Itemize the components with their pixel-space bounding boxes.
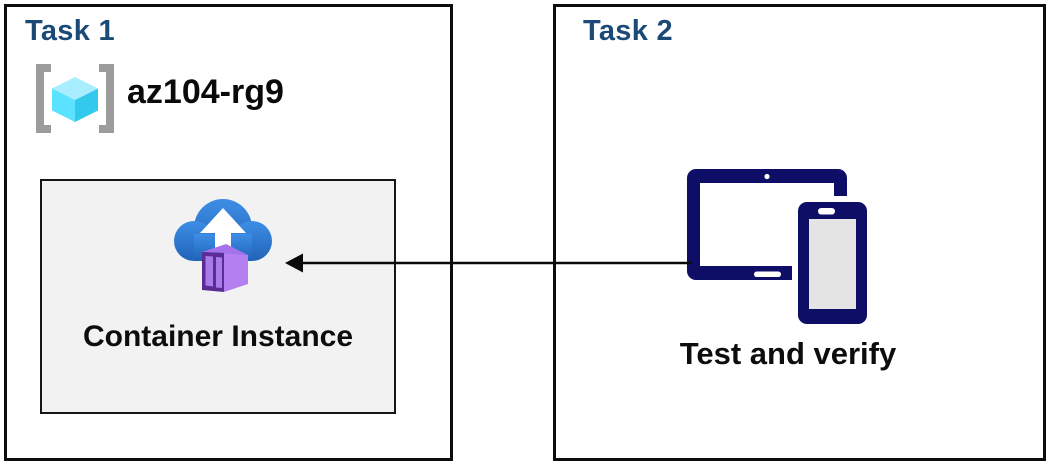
phone-icon (792, 196, 874, 330)
container-instance-box: Container Instance (40, 179, 396, 414)
task1-title: Task 1 (25, 15, 115, 47)
container-instances-icon (174, 199, 272, 292)
resource-group-icon (36, 64, 114, 133)
task1-box: Task 1 az104-rg9 (4, 4, 453, 461)
devices-icon (687, 169, 874, 330)
task2-box: Task 2 Test and verify (553, 4, 1046, 461)
container-shape (202, 244, 248, 292)
test-and-verify-label: Test and verify (679, 336, 897, 371)
left-arrow-connector-icon (285, 253, 692, 273)
resource-group-name: az104-rg9 (127, 73, 284, 111)
task2-title: Task 2 (583, 15, 673, 47)
container-instance-label: Container Instance (82, 320, 354, 353)
upload-arrow-icon (200, 208, 246, 252)
